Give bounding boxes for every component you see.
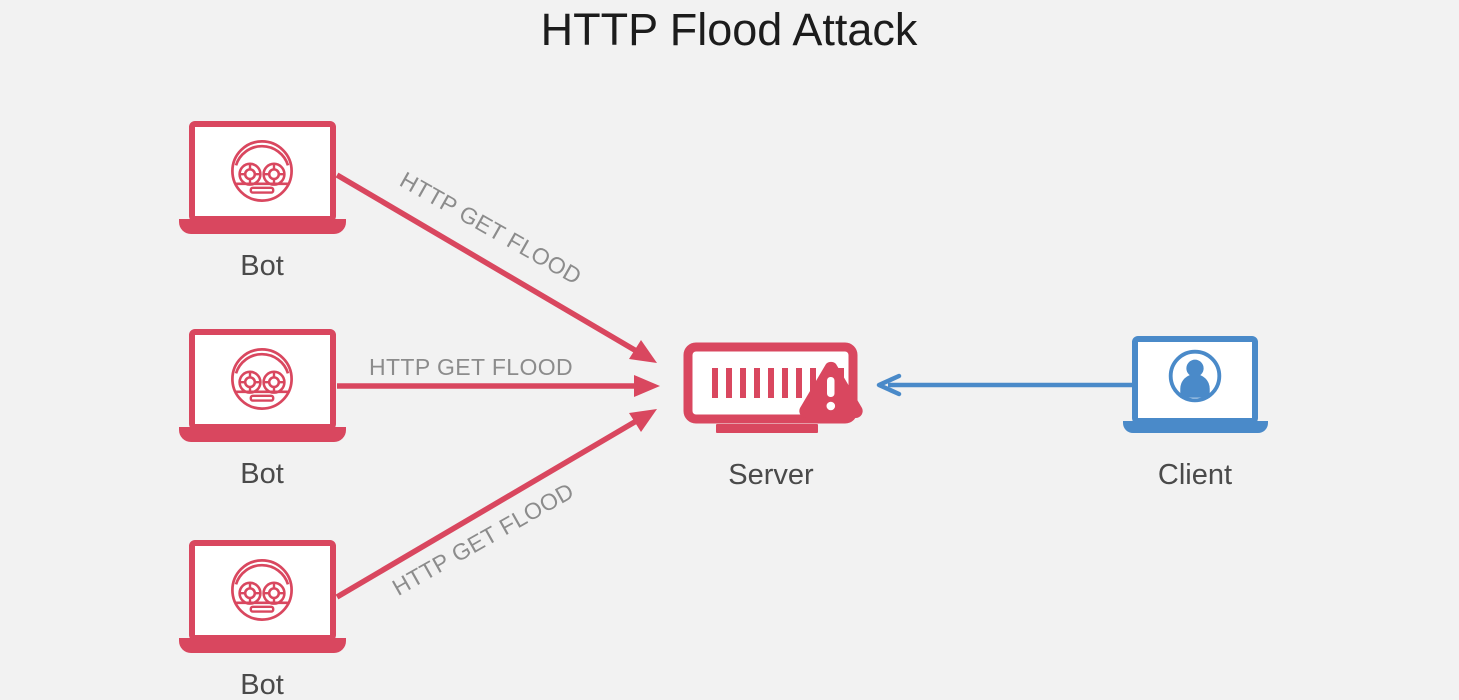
node-server[interactable]: Server	[683, 342, 863, 491]
laptop-user-icon	[1123, 336, 1268, 433]
laptop-robot-icon	[179, 329, 346, 442]
node-label-server: Server	[728, 459, 814, 491]
flow-arrow-bot1-to-server	[335, 172, 657, 363]
laptop-robot-icon	[179, 121, 346, 234]
node-label-bot-3: Bot	[240, 669, 284, 700]
flow-label-bot3: HTTP GET FLOOD	[388, 477, 578, 600]
laptop-robot-icon	[179, 540, 346, 653]
node-label-bot-2: Bot	[240, 458, 284, 490]
server-base	[716, 424, 818, 433]
node-label-bot-1: Bot	[240, 250, 284, 282]
node-bot-1[interactable]: Bot	[179, 121, 346, 282]
node-bot-2[interactable]: Bot	[179, 329, 346, 490]
warning-triangle-icon	[799, 361, 863, 418]
flow-label-bot2: HTTP GET FLOOD	[369, 354, 573, 380]
flow-arrow-client-to-server	[876, 373, 1133, 397]
flow-arrow-bot2-to-server	[337, 375, 660, 397]
server-warning-icon	[683, 342, 863, 433]
node-client[interactable]: Client	[1123, 336, 1268, 491]
node-bot-3[interactable]: Bot	[179, 540, 346, 700]
flow-arrow-bot3-to-server	[335, 409, 657, 600]
node-label-client: Client	[1158, 459, 1232, 491]
page-title: HTTP Flood Attack	[541, 4, 918, 55]
